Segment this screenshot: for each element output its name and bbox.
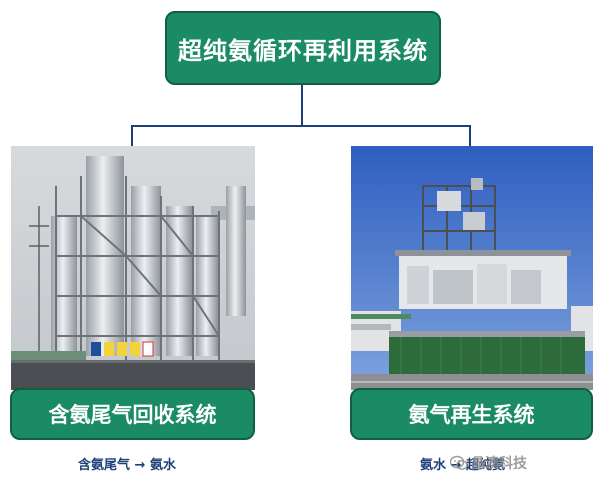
left-system-box: 含氨尾气回收系统 <box>10 388 255 440</box>
left-caption-to: 氨水 <box>149 458 176 473</box>
left-caption-arrow: → <box>134 458 146 473</box>
right-photo-regeneration-plant <box>351 146 593 390</box>
right-system-label: 氨气再生系统 <box>408 403 535 427</box>
left-process-caption: 含氨尾气 → 氨水 <box>78 454 176 473</box>
watermark: 晶澳科技 <box>450 453 527 473</box>
wechat-icon <box>450 455 468 470</box>
title-text: 超纯氨循环再利用系统 <box>178 36 428 65</box>
title-box: 超纯氨循环再利用系统 <box>165 11 441 85</box>
left-photo-recovery-towers <box>11 146 255 390</box>
right-caption-from: 氨水 <box>420 458 447 473</box>
right-caption-arrow: → <box>450 458 462 473</box>
watermark-text: 晶澳科技 <box>471 456 527 472</box>
right-process-caption: 氨水 → 超纯氨 <box>420 454 505 473</box>
connector-lines <box>131 85 471 146</box>
right-caption-to: 超纯氨 <box>465 458 505 473</box>
left-system-label: 含氨尾气回收系统 <box>48 403 217 427</box>
left-caption-from: 含氨尾气 <box>78 458 131 473</box>
right-system-box: 氨气再生系统 <box>350 388 593 440</box>
